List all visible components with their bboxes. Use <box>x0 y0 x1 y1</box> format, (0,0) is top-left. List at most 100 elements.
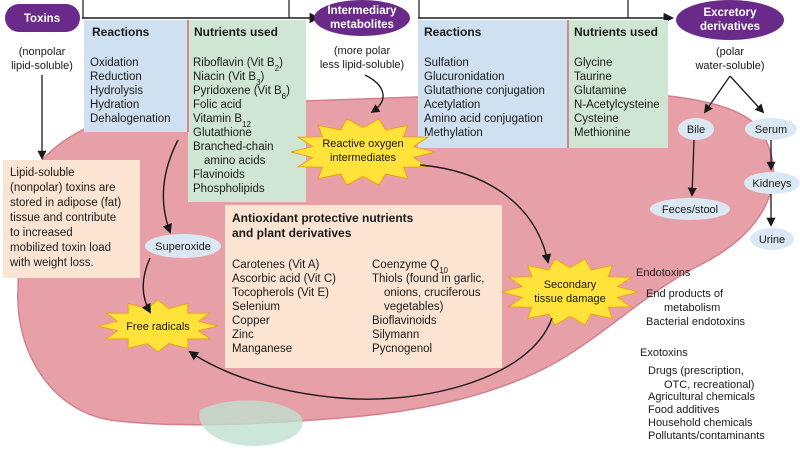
feces-label: Feces/stool <box>662 204 718 216</box>
secondary-damage-1: Secondary <box>544 279 597 291</box>
toxins-pill: Toxins <box>5 4 80 32</box>
phase1-nutrient-2: Pyridoxene (Vit B6) <box>193 85 290 101</box>
lipid-note-line-3: tissue and contribute <box>10 212 116 224</box>
toxins-note-1: (nonpolar <box>19 46 66 58</box>
excretory-note-1: (polar <box>716 46 744 58</box>
phase2-nutrient-1: Taurine <box>574 71 612 83</box>
bile-oval: Bile <box>678 118 714 140</box>
antioxidant-item2-1: Thiols (found in garlic, <box>372 273 485 285</box>
phase2-reaction-3: Acetylation <box>424 99 480 111</box>
phase2-reaction-1: Glucuronidation <box>424 71 505 83</box>
phase1-nutrient-6: Branched-chain <box>193 141 274 153</box>
arrow-secondary-to-radicals <box>188 317 553 400</box>
serum-oval: Serum <box>745 118 797 140</box>
lipid-note-line-4: to increased <box>10 227 73 239</box>
exotoxins-list: Drugs (prescription,OTC, recreational)Ag… <box>648 365 765 442</box>
phase1-nutrient-8: Flavinoids <box>193 169 245 181</box>
antioxidant-item2-2: onions, cruciferous <box>384 287 481 299</box>
intermediary-note-2: less lipid-soluble) <box>320 59 404 71</box>
phase1-nutrients-box <box>188 20 306 202</box>
lipid-note-box <box>3 160 140 278</box>
exotoxin-item-3: Food additives <box>648 404 720 416</box>
arrow-reactive-to-secondary <box>419 164 552 264</box>
antioxidant-title-1: Antioxidant protective nutrients <box>232 211 414 225</box>
phase2-nutrient-0: Glycine <box>574 57 612 69</box>
kidneys-oval: Kidneys <box>744 172 800 194</box>
superoxide-oval: Superoxide <box>145 234 221 258</box>
phase2-nutrient-3: N-Acetylcysteine <box>574 99 660 111</box>
exotoxin-item-1: OTC, recreational) <box>664 379 754 391</box>
endotoxins-title: Endotoxins <box>636 267 691 279</box>
phase2-reaction-2: Glutathione conjugation <box>424 85 545 97</box>
phase1-nutrient-1: Niacin (Vit B3) <box>193 71 265 87</box>
antioxidant-item2-0: Coenzyme Q10 <box>372 259 449 275</box>
lipid-note-line-0: Lipid-soluble <box>10 167 75 179</box>
antioxidant-item2-5: Silymann <box>372 329 419 341</box>
phase2-reaction-5: Methylation <box>424 127 483 139</box>
reactive-oxygen-burst: Reactive oxygen intermediates <box>290 118 436 186</box>
phase1-reactions-header: Reactions <box>92 25 150 39</box>
antioxidant-item-5: Zinc <box>232 329 254 341</box>
antioxidant-item-3: Selenium <box>232 301 280 313</box>
phase1-nutrient-5: Glutathione <box>193 127 252 139</box>
phase2-nutrients-list: GlycineTaurineGlutamineN-AcetylcysteineC… <box>574 57 660 139</box>
excretory-note-2: water-soluble) <box>694 60 764 72</box>
lipid-note-line-5: mobilized toxin load <box>10 242 111 254</box>
feces-oval: Feces/stool <box>650 198 730 220</box>
endotoxin-item-1: metabolism <box>664 302 720 314</box>
secondary-damage-2: tissue damage <box>534 293 606 305</box>
exotoxin-item-0: Drugs (prescription, <box>648 365 744 377</box>
toxins-title: Toxins <box>24 13 60 25</box>
serum-label: Serum <box>755 124 787 136</box>
intermediary-pill: Intermediary metabolites <box>314 0 410 36</box>
arrow-superoxide-to-radicals <box>141 257 151 314</box>
phase1-reaction-3: Hydration <box>90 99 139 111</box>
intermediary-title-2: metabolites <box>330 19 394 31</box>
phase1-nutrients-list: Riboflavin (Vit B2)Niacin (Vit B3)Pyrido… <box>193 57 290 195</box>
free-radicals-burst: Free radicals <box>97 299 219 353</box>
lipid-note-text: Lipid-soluble(nonpolar) toxins arestored… <box>9 167 121 269</box>
antioxidant-item-1: Ascorbic acid (Vit C) <box>232 273 336 285</box>
phase1-nutrient-9: Phospholipids <box>193 183 265 195</box>
reactive-oxygen-2: intermediates <box>330 152 397 164</box>
phase2-reactions-header: Reactions <box>424 25 482 39</box>
phase2-nutrients-box <box>568 20 668 148</box>
phase1-reaction-1: Reduction <box>90 71 142 83</box>
phase2-nutrient-2: Glutamine <box>574 85 626 97</box>
phase2-nutrient-4: Cysteine <box>574 113 619 125</box>
antioxidant-col1: Carotenes (Vit A)Ascorbic acid (Vit C)To… <box>232 259 336 355</box>
excretory-pill: Excretory derivatives <box>676 0 784 40</box>
excretory-title-2: derivatives <box>700 21 760 33</box>
phase2-reactions-box <box>418 20 568 148</box>
gallbladder-shape <box>199 400 303 446</box>
arrow-nutrients-to-superoxide <box>162 139 179 234</box>
endotoxin-item-2: Bacterial endotoxins <box>646 316 746 328</box>
toxins-note-2: lipid-soluble) <box>11 60 73 72</box>
phase2-reaction-0: Sulfation <box>424 57 469 69</box>
antioxidant-title-2: and plant derivatives <box>232 226 352 240</box>
exotoxin-item-5: Pollutants/contaminants <box>648 430 765 442</box>
lipid-note-line-6: with weight loss. <box>9 257 94 269</box>
lipid-note-line-2: stored in adipose (fat) <box>10 197 121 209</box>
phase1-reaction-2: Hydrolysis <box>90 85 143 97</box>
intermediary-note-1: (more polar <box>334 45 391 57</box>
bile-label: Bile <box>687 124 705 136</box>
phase1-reaction-4: Dehalogenation <box>90 113 171 125</box>
exotoxins-title: Exotoxins <box>640 347 688 359</box>
phase1-reactions-box <box>84 20 188 132</box>
phase2-reaction-4: Amino acid conjugation <box>424 113 543 125</box>
reactive-oxygen-1: Reactive oxygen <box>322 138 403 150</box>
endotoxin-item-0: End products of <box>646 288 724 300</box>
antioxidant-item-4: Copper <box>232 315 270 327</box>
phase1-reaction-0: Oxidation <box>90 57 139 69</box>
antioxidant-item2-3: vegetables) <box>384 301 444 313</box>
urine-oval: Urine <box>750 228 794 250</box>
antioxidant-item2-6: Pycnogenol <box>372 343 432 355</box>
urine-label: Urine <box>759 234 785 246</box>
antioxidant-item-0: Carotenes (Vit A) <box>232 259 320 271</box>
phase1-nutrient-3: Folic acid <box>193 99 242 111</box>
